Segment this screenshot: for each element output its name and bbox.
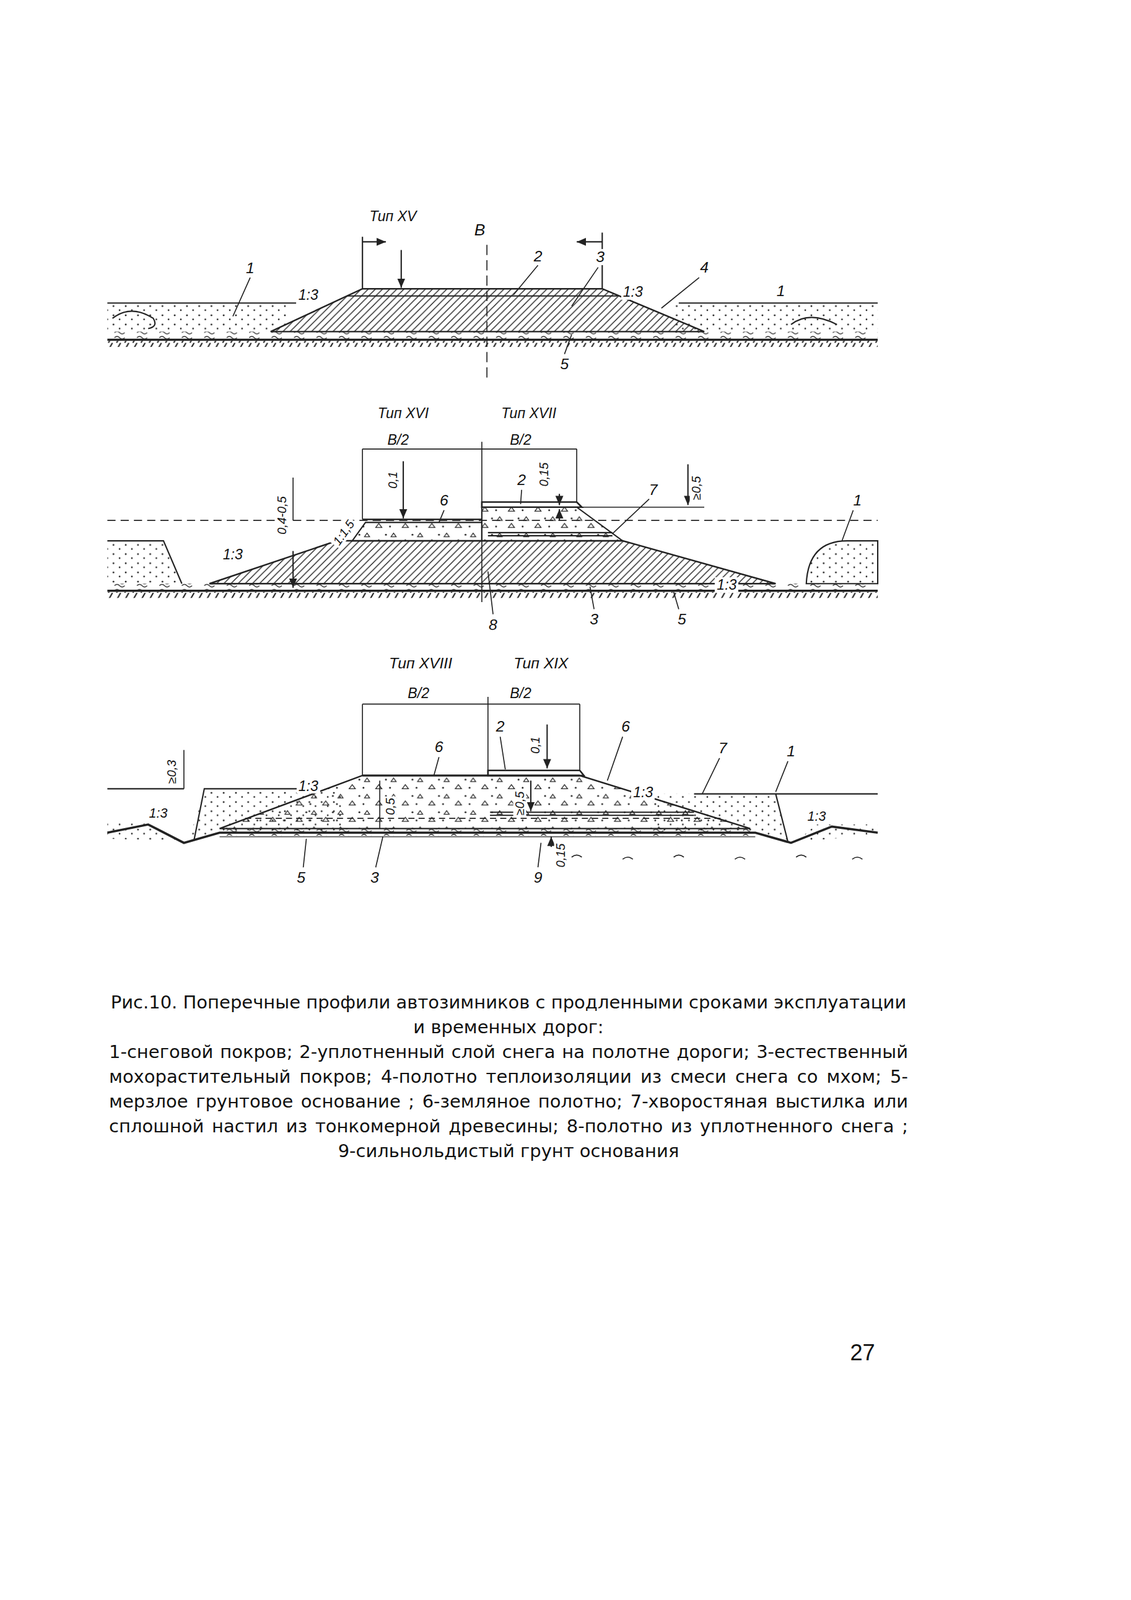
drawing-label: 9 [532, 869, 545, 886]
drawing-label: 6 [619, 718, 632, 735]
drawing-label: 0,15 [537, 460, 551, 489]
drawing-label: 1:3 [296, 287, 321, 303]
drawing-label: 6 [437, 492, 451, 509]
drawing-label: 1 [774, 283, 788, 300]
drawing-label: 3 [368, 869, 381, 886]
drawing-label: Тип XIX [511, 655, 570, 672]
drawing-label: ≥0,5 [512, 789, 526, 817]
drawing-label: B/2 [385, 432, 411, 448]
caption-block: Рис.10. Поперечные профили автозимников … [109, 989, 909, 1164]
drawing-label: 7 [716, 740, 730, 757]
drawing-label: 0,1 [528, 734, 542, 756]
drawing-label: 2 [515, 471, 528, 489]
drawing-label: 1:3 [147, 806, 170, 821]
drawing-label: 1:3 [221, 546, 245, 562]
drawing-label: 4 [698, 259, 711, 276]
legend-item: 6-земляное полотно; [422, 1090, 623, 1112]
drawing-label: 0,1 [386, 469, 400, 490]
drawing-label: B/2 [507, 685, 534, 701]
drawing-label: 5 [558, 356, 571, 373]
drawing-label: ≥0,5 [689, 474, 704, 502]
drawing-label: 8 [486, 616, 500, 634]
drawing-label: 0,4-0,5 [275, 494, 289, 537]
drawing-label: 5 [675, 611, 689, 628]
drawing-label: 2 [494, 718, 507, 735]
drawing-label: 6 [432, 738, 446, 756]
drawing-label: Тип XVII [499, 405, 559, 421]
drawing-label: 1:3 [805, 809, 829, 824]
drawing-label: 1:3 [621, 284, 645, 300]
drawing-label: 2 [532, 248, 545, 265]
legend-item: 4-полотно теплоизоляции из смеси снега с… [380, 1065, 882, 1088]
page-number: 27 [847, 1340, 877, 1365]
legend-text: 1-снеговой покров; 2-уплотненный слой сн… [109, 1039, 909, 1164]
drawing-label: 1 [244, 260, 257, 277]
drawing-label: 1 [784, 743, 798, 760]
drawing-label: 3 [587, 611, 601, 628]
drawing-label: 0,15 [553, 841, 567, 869]
drawing-label: В [472, 222, 488, 240]
drawing-label: 1:3 [296, 778, 321, 794]
drawing-label: 1 [851, 492, 864, 509]
legend-item: 8-полотно из уплотненного снега ; [566, 1115, 909, 1137]
drawing-label: Тип XVI [375, 405, 431, 421]
drawing-label: ≥0,3 [164, 758, 178, 786]
drawing-label: 5 [294, 869, 308, 886]
drawing-label: 1:3 [631, 784, 655, 800]
drawing-label: 7 [647, 481, 660, 498]
drawing-label: 1:1,5 [330, 516, 359, 550]
drawing-label: 1:3 [714, 577, 739, 593]
drawing-label: Тип XVIII [387, 655, 455, 672]
legend-item: 2-уплотненный слой снега на полотне доро… [299, 1041, 750, 1063]
legend-item: 1-снеговой покров; [109, 1041, 293, 1063]
drawing-label: 3 [593, 248, 607, 266]
figure-caption: Рис.10. Поперечные профили автозимников … [109, 989, 909, 1040]
drawing-label: B/2 [405, 685, 432, 701]
drawing-label: 0,5 [383, 795, 397, 817]
drawing-label: B/2 [507, 432, 534, 448]
legend-item: 9-сильнольдистый грунт основания [338, 1140, 680, 1162]
drawing-label: Тип XV [367, 208, 419, 224]
